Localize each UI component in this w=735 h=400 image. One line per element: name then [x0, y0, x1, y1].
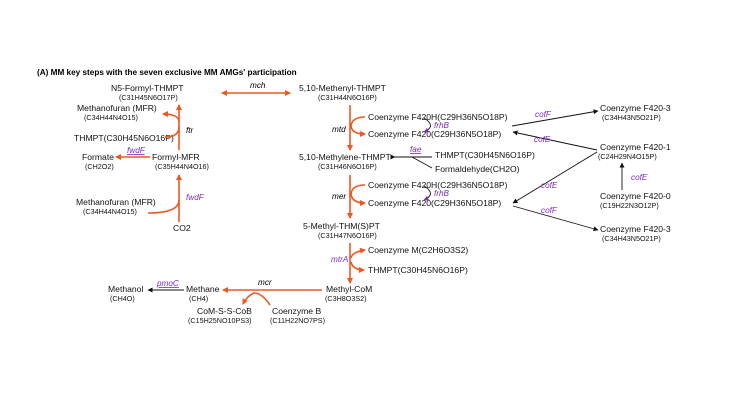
- mcr-cob-arrow: [242, 292, 271, 306]
- cofE-gene-top: cofE: [534, 135, 551, 144]
- n5-formyl-thmpt: N5-Formyl-THMPT: [111, 83, 184, 93]
- f420h-bottom: Coenzyme F420H(C29H36N5O18P): [368, 180, 508, 190]
- mtrA-thmpt-release: [350, 261, 365, 273]
- co2: CO2: [173, 223, 191, 233]
- pmoC-gene: pmoC: [156, 279, 179, 288]
- f420-0: Coenzyme F420-0: [600, 191, 671, 201]
- methane-formula: (CH4): [189, 294, 208, 303]
- methanofuran-mfr-bottom: Methanofuran (MFR): [76, 197, 156, 207]
- f420-0-formula: (C19H22N3O12P): [600, 201, 659, 210]
- mer-enzyme: mer: [332, 192, 346, 201]
- f420-bottom: Coenzyme F420(C29H36N5O18P): [368, 198, 501, 208]
- methane: Methane: [186, 284, 220, 294]
- cofE-gene-middle: cofE: [541, 181, 558, 190]
- mer-cofactor-arrow: [350, 184, 366, 206]
- fae-arrow-formaldehyde: [411, 156, 433, 169]
- ftr-mfr-release-arrow: [162, 111, 180, 123]
- frhB-arrow-top: [423, 117, 431, 133]
- n5-formyl-thmpt-formula: (C31H45N6O17P): [119, 93, 178, 102]
- fwdF-gene-bottom: fwdF: [186, 193, 205, 202]
- cofE-arrow-top: [512, 130, 598, 151]
- figure-title: (A) MM key steps with the seven exclusiv…: [37, 68, 297, 77]
- methyl-thmspt: 5-Methyl-THM(S)PT: [303, 221, 381, 231]
- mtrA-gene: mtrA: [331, 255, 349, 264]
- com-s-s-cob: CoM-S-S-CoB: [197, 306, 252, 316]
- thmpt-left: THMPT(C30H45N6O16P): [74, 133, 174, 143]
- formyl-mfr: Formyl-MFR: [152, 152, 200, 162]
- thmpt-bottom: THMPT(C30H45N6O16P): [368, 265, 468, 275]
- methyl-thmspt-formula: (C31H47N6O16P): [318, 231, 377, 240]
- formyl-mfr-formula: (C35H44N4O16): [155, 162, 209, 171]
- methanofuran-mfr-top: Methanofuran (MFR): [77, 103, 157, 113]
- methanol: Methanol: [108, 284, 143, 294]
- mtrA-com-input: [350, 247, 366, 259]
- thmpt-middle: THMPT(C30H45N6O16P): [435, 150, 535, 160]
- ftr-enzyme: ftr: [186, 126, 194, 135]
- mtd-cofactor-arrow: [350, 116, 366, 137]
- f420-3-bottom-formula: (C34H43N5O21P): [602, 234, 661, 243]
- methyl-com-formula: (C3H8O3S2): [325, 294, 367, 303]
- mch-enzyme: mch: [250, 81, 266, 90]
- f420-1: Coenzyme F420-1: [600, 142, 671, 152]
- coenzyme-b-formula: (C11H22NO7PS): [270, 316, 325, 325]
- mtd-enzyme: mtd: [332, 125, 346, 134]
- f420h-top: Coenzyme F420H(C29H36N5O18P): [368, 112, 508, 122]
- fae-gene: fae: [410, 145, 422, 154]
- methenyl-thmpt-formula: (C31H44N6O16P): [318, 93, 377, 102]
- f420-3-bottom: Coenzyme F420-3: [600, 224, 671, 234]
- methanol-formula: (CH4O): [110, 294, 135, 303]
- f420-1-formula: (C24H29N4O15P): [598, 152, 657, 161]
- formate-formula: (CH2O2): [85, 162, 114, 171]
- frhB-gene-bottom: frhB: [434, 189, 450, 198]
- com-s-s-cob-formula: (C15H25NO10PS3): [188, 316, 252, 325]
- coenzyme-b: Coenzyme B: [272, 306, 321, 316]
- f420-3-top-formula: (C34H43N5O21P): [602, 113, 661, 122]
- cofE-arrow-middle: [512, 151, 598, 204]
- formaldehyde: Formaldehyde(CH2O): [435, 164, 520, 174]
- ftr-side-arrow: [164, 126, 180, 138]
- mcr-enzyme: mcr: [258, 278, 272, 287]
- cofF-arrow-top: [511, 109, 599, 127]
- f420-3-top: Coenzyme F420-3: [600, 103, 671, 113]
- cofE-gene-right: cofE: [631, 173, 648, 182]
- cofF-gene-bottom: cofF: [541, 206, 558, 215]
- methylene-thmpt: 5,10-Methylene-THMPT: [299, 152, 391, 162]
- methanofuran-mfr-top-formula: (C34H44N4O15): [84, 113, 138, 122]
- fwdF-mfr-input: [147, 199, 180, 214]
- methylene-thmpt-formula: (C31H46N6O16P): [318, 162, 377, 171]
- methyl-com: Methyl-CoM: [326, 284, 372, 294]
- methenyl-thmpt: 5,10-Methenyl-THMPT: [299, 83, 387, 93]
- frhB-gene-top: frhB: [434, 121, 450, 130]
- formate: Formate: [82, 152, 114, 162]
- frhB-arrow-bottom: [423, 185, 431, 201]
- cofF-gene-top: cofF: [535, 110, 552, 119]
- cofF-arrow-bottom: [512, 205, 599, 232]
- methanofuran-mfr-bottom-formula: (C34H44N4O15): [83, 207, 137, 216]
- coenzyme-m: Coenzyme M(C2H6O3S2): [368, 245, 468, 255]
- f420-top: Coenzyme F420(C29H36N5O18P): [368, 129, 501, 139]
- fwdF-gene-top: fwdF: [127, 146, 146, 155]
